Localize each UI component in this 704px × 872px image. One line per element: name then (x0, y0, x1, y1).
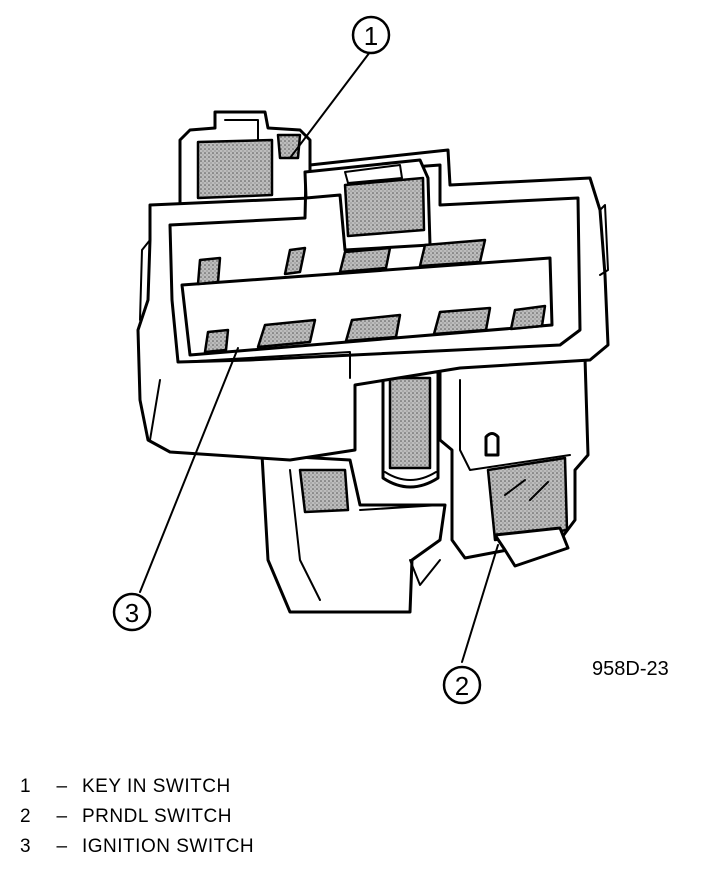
key-in-switch (178, 110, 312, 207)
legend: 1 – KEY IN SWITCH 2 – PRNDL SWITCH 3 – I… (20, 772, 254, 862)
legend-number: 3 (20, 836, 32, 857)
legend-separator: – (56, 776, 68, 797)
legend-separator: – (56, 806, 68, 827)
lock-cylinder-shaft (381, 370, 440, 489)
legend-number: 2 (20, 806, 32, 827)
leader-lines (139, 51, 499, 663)
legend-label: KEY IN SWITCH (82, 776, 231, 797)
lower-bracket (260, 453, 447, 614)
legend-item: 1 – KEY IN SWITCH (20, 772, 254, 802)
legend-label: IGNITION SWITCH (82, 836, 255, 857)
callout-1: 1 (351, 15, 391, 55)
legend-number: 1 (20, 776, 32, 797)
legend-item: 3 – IGNITION SWITCH (20, 832, 254, 862)
switch-main-housing (136, 148, 610, 462)
prndl-switch-housing (438, 356, 590, 568)
callout-3: 3 (112, 592, 152, 632)
callout-1-label: 1 (364, 21, 378, 51)
legend-item: 2 – PRNDL SWITCH (20, 802, 254, 832)
callout-2-label: 2 (455, 671, 469, 701)
callout-2: 2 (442, 665, 482, 705)
legend-label: PRNDL SWITCH (82, 806, 232, 827)
legend-separator: – (56, 836, 68, 857)
callout-3-label: 3 (125, 598, 139, 628)
figure-reference: 958D-23 (592, 658, 669, 680)
